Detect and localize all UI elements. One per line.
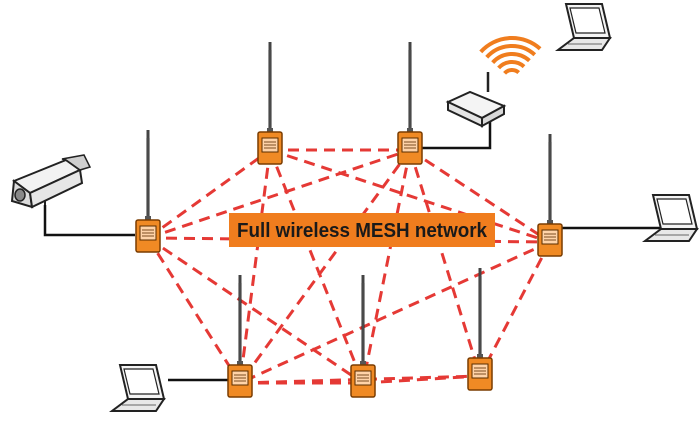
- mesh-node-icon: [466, 266, 494, 392]
- laptop-icon: [557, 3, 611, 51]
- wireless-router-icon: [445, 72, 507, 128]
- mesh-link: [362, 374, 481, 385]
- mesh-link: [239, 240, 551, 385]
- title-banner: Full wireless MESH network: [229, 213, 495, 247]
- mesh-node-icon: [396, 40, 424, 166]
- mesh-link: [238, 149, 272, 384]
- mesh-link: [478, 241, 552, 377]
- diagram-title: Full wireless MESH network: [237, 220, 488, 242]
- mesh-link: [238, 149, 412, 384]
- mesh-link: [361, 149, 412, 384]
- mesh-link: [269, 148, 551, 244]
- mesh-link: [268, 149, 365, 384]
- laptop-icon: [644, 194, 698, 242]
- mesh-link: [408, 149, 482, 377]
- wifi-signal-icon: [479, 36, 542, 75]
- camera-icon: [10, 154, 92, 209]
- laptop-icon: [111, 364, 165, 412]
- mesh-link: [147, 236, 364, 385]
- wired-links: [43, 118, 665, 382]
- mesh-link: [409, 148, 551, 244]
- mesh-node-icon: [536, 132, 564, 258]
- mesh-node-icon: [134, 128, 162, 254]
- mesh-node-icon: [256, 40, 284, 166]
- mesh-link: [146, 237, 242, 384]
- mesh-link: [147, 148, 271, 240]
- mesh-link: [147, 148, 411, 240]
- mesh-links: [146, 148, 552, 385]
